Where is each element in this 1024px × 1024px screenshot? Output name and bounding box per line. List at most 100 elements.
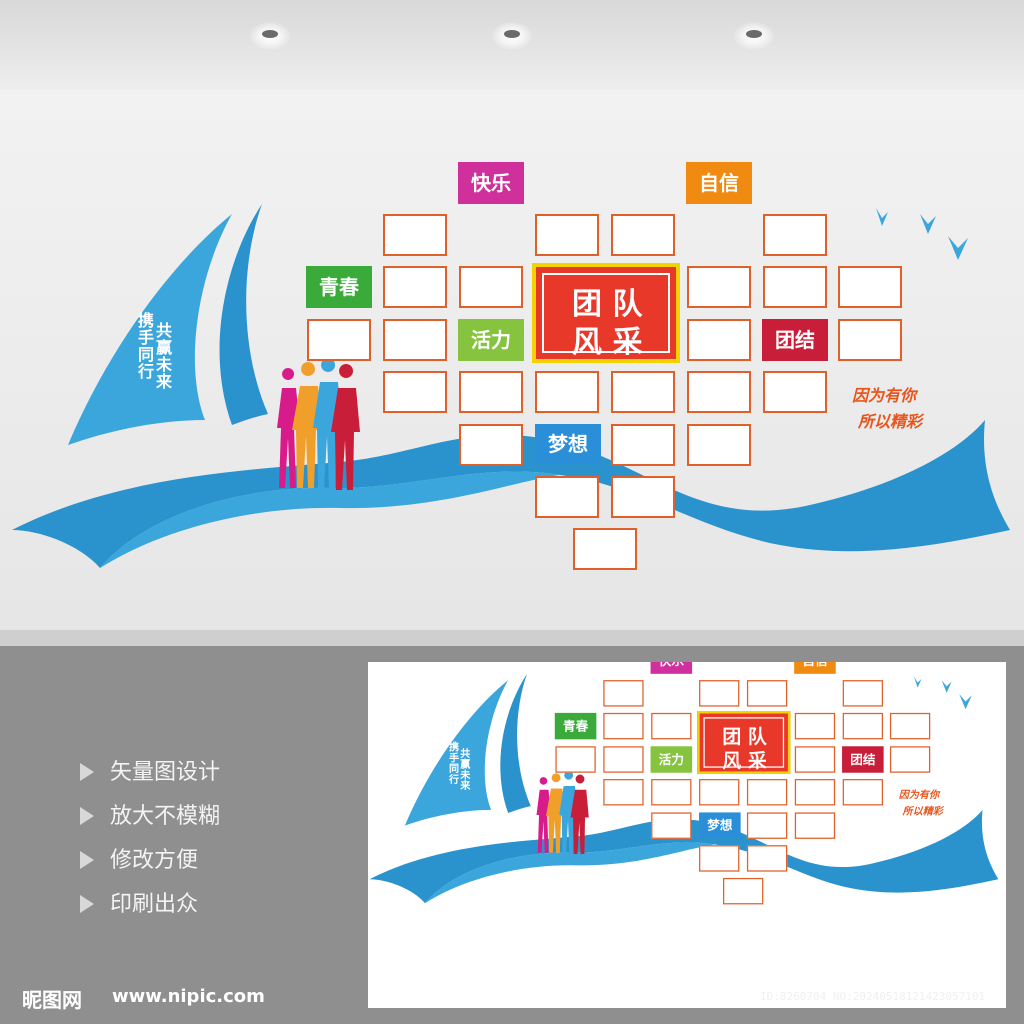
tag-mengxiang: 梦想: [535, 424, 601, 464]
ceiling: [0, 0, 1024, 90]
preview-sail-slogan-1: 携手同行: [447, 741, 460, 785]
photo-frame: [383, 266, 447, 308]
preview-photo-frame: [603, 712, 644, 740]
preview-culture-wall: 快乐 自信 青春 活力 团结 梦想 团 队 风 采 携手同行 共赢未来 因为有你…: [368, 662, 1006, 942]
preview-photo-frame: [651, 812, 692, 839]
photo-frame: [763, 214, 827, 256]
preview-photo-frame: [842, 680, 884, 707]
script-slogan-2: 所以精彩: [858, 412, 923, 431]
photo-frame: [383, 214, 447, 256]
feature-item: 矢量图设计: [80, 754, 220, 786]
triangle-bullet-icon: [80, 895, 94, 913]
preview-photo-frame: [746, 779, 788, 806]
preview-photo-frame: [699, 845, 740, 872]
spotlight: [734, 22, 774, 50]
preview-script-slogan-1: 因为有你: [898, 788, 940, 801]
tag-huoli: 活力: [458, 319, 524, 361]
site-url: www.nipic.com: [112, 986, 265, 1007]
tag-zixin: 自信: [686, 162, 752, 204]
feature-item: 修改方便: [80, 842, 198, 874]
photo-frame: [459, 424, 523, 466]
photo-frame: [611, 424, 675, 466]
preview-photo-frame: [603, 746, 644, 773]
photo-frame: [763, 266, 827, 308]
preview-tag-kuaile: 快乐: [650, 662, 693, 674]
preview-photo-frame: [603, 779, 644, 806]
preview-photo-frame: [794, 812, 836, 839]
photo-frame: [307, 319, 371, 361]
preview-birds-graphic: [913, 676, 972, 710]
birds-graphic: [876, 208, 968, 260]
photo-frame: [838, 319, 902, 361]
preview-photo-frame: [842, 779, 884, 806]
photo-frame: [535, 214, 599, 256]
sail-slogan-2: 共赢未来: [153, 322, 172, 390]
preview-photo-frame: [699, 779, 740, 806]
preview-photo-frame: [794, 746, 836, 773]
sail-and-wave-graphic: [12, 204, 1010, 568]
preview-photo-frame: [889, 712, 931, 740]
script-slogan-1: 因为有你: [852, 386, 917, 405]
photo-frame: [573, 528, 637, 570]
preview-people-silhouette: [536, 770, 589, 854]
team-style-title-board: 团 队 风 采: [532, 263, 680, 363]
preview-photo-frame: [794, 712, 836, 740]
photo-frame: [535, 371, 599, 413]
preview-photo-frame: [746, 680, 788, 707]
photo-frame: [687, 424, 751, 466]
feature-label: 矢量图设计: [110, 760, 221, 785]
title-line-2: 风 采: [572, 325, 643, 360]
preview-photo-frame: [699, 680, 740, 707]
photo-frame: [687, 371, 751, 413]
preview-tag-qingchun: 青春: [554, 712, 597, 740]
photo-frame: [459, 266, 523, 308]
triangle-bullet-icon: [80, 763, 94, 781]
feature-label: 放大不模糊: [110, 804, 221, 829]
photo-frame: [687, 266, 751, 308]
photo-frame: [383, 319, 447, 361]
spotlight: [492, 22, 532, 50]
preview-sail-and-wave-graphic: [369, 673, 999, 904]
preview-photo-frame: [555, 746, 596, 773]
photo-frame: [611, 214, 675, 256]
preview-photo-frame: [794, 779, 836, 806]
preview-team-style-title-board: 团 队 风 采: [697, 710, 791, 774]
preview-photo-frame: [651, 712, 692, 740]
tag-tuanjie: 团结: [762, 319, 828, 361]
tag-kuaile: 快乐: [458, 162, 524, 204]
tag-qingchun: 青春: [306, 266, 372, 308]
spotlight: [250, 22, 290, 50]
preview-photo-frame: [889, 746, 931, 773]
preview-photo-frame: [603, 680, 644, 707]
preview-tag-huoli: 活力: [650, 746, 693, 773]
preview-tag-mengxiang: 梦想: [699, 812, 741, 838]
preview-photo-frame: [651, 779, 692, 806]
preview-photo-frame: [746, 845, 788, 872]
preview-title-line-1: 团 队: [722, 726, 767, 749]
photo-frame: [687, 319, 751, 361]
feature-label: 修改方便: [110, 848, 199, 873]
photo-frame: [535, 476, 599, 518]
title-line-1: 团 队: [572, 287, 643, 322]
preview-title-line-2: 风 采: [722, 750, 767, 773]
feature-label: 印刷出众: [110, 892, 199, 917]
floor-strip: [0, 630, 1024, 646]
preview-sail-slogan-2: 共赢未来: [458, 748, 471, 791]
photo-frame: [383, 371, 447, 413]
photo-frame: [459, 371, 523, 413]
preview-photo-frame: [842, 712, 884, 740]
preview-tag-tuanjie: 团结: [842, 746, 884, 773]
image-id: ID:8260704 NO:20240518121423057101: [760, 990, 986, 1003]
feature-item: 印刷出众: [80, 886, 198, 918]
people-silhouette: [277, 358, 360, 490]
design-preview: 快乐 自信 青春 活力 团结 梦想 团 队 风 采 携手同行 共赢未来 因为有你…: [368, 662, 1006, 1008]
triangle-bullet-icon: [80, 807, 94, 825]
photo-frame: [611, 476, 675, 518]
preview-script-slogan-2: 所以精彩: [902, 804, 943, 817]
photo-frame: [763, 371, 827, 413]
preview-artwork: 快乐 自信 青春 活力 团结 梦想 团 队 风 采 携手同行 共赢未来 因为有你…: [368, 662, 1006, 942]
triangle-bullet-icon: [80, 851, 94, 869]
preview-photo-frame: [746, 812, 788, 839]
sail-slogan-1: 携手同行: [135, 312, 154, 380]
photo-frame: [838, 266, 902, 308]
